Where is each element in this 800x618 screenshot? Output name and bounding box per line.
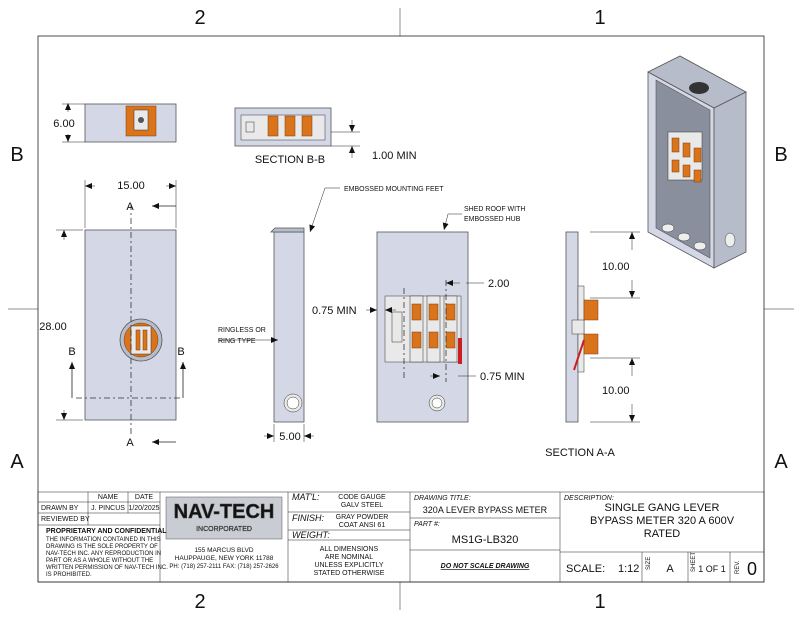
- tb-matl-label: MAT'L:: [292, 492, 320, 502]
- sheet-value: 1 OF 1: [698, 564, 726, 574]
- scale-value: 1:12: [618, 563, 639, 575]
- dim-clear-left: 0.75 MIN: [312, 305, 357, 317]
- tb-proprietary-line: DRAWING IS THE SOLE PROPERTY OF: [46, 544, 158, 550]
- tb-drawn-date: 1/20/2025: [128, 505, 159, 512]
- zone-right-lower: A: [774, 451, 788, 473]
- description-line-3: RATED: [644, 528, 681, 540]
- cut-b-left: B: [68, 346, 75, 358]
- tb-name-header: NAME: [98, 494, 119, 501]
- dim-side-depth: 5.00: [279, 431, 300, 443]
- tb-reviewed-by-label: REVIEWED BY: [41, 516, 90, 523]
- tb-size-label: SIZE: [646, 557, 652, 570]
- tb-part-label: PART #:: [414, 521, 440, 528]
- note-ringless-1: RINGLESS OR: [218, 327, 266, 334]
- tb-finish-2: COAT ANSI 61: [339, 522, 386, 529]
- tb-drawn-by: J. PINCUS: [91, 505, 125, 512]
- zone-ticks: [8, 8, 794, 610]
- dim-lever-gap: 2.00: [488, 278, 509, 290]
- zone-bottom-left: 2: [194, 591, 205, 613]
- section-aa-label: SECTION A-A: [545, 447, 615, 459]
- tb-weight-label: WEIGHT:: [292, 530, 330, 540]
- note-mounting-feet: EMBOSSED MOUNTING FEET: [344, 186, 444, 193]
- size-value: A: [666, 563, 674, 575]
- section-a-a-view: [565, 231, 640, 423]
- description-line-2: BYPASS METER 320 A 600V: [590, 515, 735, 527]
- top-view: [62, 103, 177, 143]
- company-logo-sub: INCORPORATED: [196, 526, 252, 533]
- tb-address-1: 155 MARCUS BLVD: [194, 547, 253, 554]
- tb-date-header: DATE: [135, 494, 153, 501]
- dim-depth: 6.00: [53, 118, 74, 130]
- drawing-title: 320A LEVER BYPASS METER: [423, 505, 548, 515]
- tb-nominal-3: UNLESS EXPLICITLY: [314, 562, 383, 569]
- tb-finish-1: GRAY POWDER: [336, 514, 389, 521]
- front-view: [56, 180, 186, 445]
- dim-section-b-min: 1.00 MIN: [372, 150, 417, 162]
- tb-nominal-4: STATED OTHERWISE: [314, 570, 385, 577]
- isometric-view: [647, 55, 747, 269]
- tb-nominal-2: ARE NOMINAL: [325, 554, 373, 561]
- title-block: [37, 491, 765, 583]
- dim-clear-bottom: 0.75 MIN: [480, 371, 525, 383]
- tb-finish-label: FINISH:: [292, 513, 325, 523]
- tb-matl-2: GALV STEEL: [341, 502, 383, 509]
- tb-address-2: HAUPPAUGE, NEW YORK 11788: [175, 555, 274, 562]
- tb-proprietary-line: PART OR AS A WHOLE WITHOUT THE: [46, 558, 153, 564]
- note-ringless-2: RING TYPE: [218, 338, 256, 345]
- cut-b-right: B: [177, 346, 184, 358]
- section-bb-label: SECTION B-B: [255, 154, 325, 166]
- part-number: MS1G-LB320: [452, 534, 519, 546]
- tb-proprietary-title: PROPRIETARY AND CONFIDENTIAL: [46, 528, 167, 535]
- tb-scale-label: SCALE:: [566, 563, 605, 575]
- zone-bottom-right: 1: [594, 591, 605, 613]
- cut-a-bottom: A: [126, 437, 134, 449]
- tb-proprietary-line: THE INFORMATION CONTAINED IN THIS: [46, 537, 161, 543]
- dim-width: 15.00: [117, 180, 145, 192]
- tb-description-label: DESCRIPTION:: [564, 495, 614, 502]
- tb-nominal-1: ALL DIMENSIONS: [320, 546, 379, 553]
- cut-a-top: A: [126, 201, 134, 213]
- open-front-view: [366, 213, 484, 423]
- dim-upper-section: 10.00: [602, 261, 630, 273]
- tb-drawn-by-label: DRAWN BY: [41, 505, 79, 512]
- tb-matl-1: CODE GAUGE: [338, 494, 386, 501]
- zone-top-left: 2: [194, 7, 205, 29]
- tb-proprietary-line: IS PROHIBITED.: [46, 572, 92, 578]
- dim-lower-section: 10.00: [602, 385, 630, 397]
- dim-height: 28.00: [39, 321, 67, 333]
- zone-left-upper: B: [10, 144, 23, 166]
- tb-sheet-label: SHEET: [691, 552, 697, 572]
- tb-proprietary-line: NAV-TECH INC. ANY REPRODUCTION IN: [46, 551, 161, 557]
- section-b-b-view: [234, 107, 360, 158]
- zone-left-lower: A: [10, 451, 24, 473]
- note-shed-roof-1: SHED ROOF WITH: [464, 206, 525, 213]
- note-shed-roof-2: EMBOSSED HUB: [464, 216, 521, 223]
- tb-address-3: PH: (718) 257-2111 FAX: (718) 257-2626: [169, 564, 279, 570]
- zone-right-upper: B: [774, 144, 787, 166]
- rev-value: 0: [747, 559, 757, 579]
- no-scale-note: DO NOT SCALE DRAWING: [441, 563, 530, 570]
- company-logo: NAV-TECH: [174, 501, 275, 523]
- tb-proprietary-line: WRITTEN PERMISSION OF NAV-TECH INC.: [46, 565, 168, 571]
- zone-top-right: 1: [594, 7, 605, 29]
- side-view: [218, 187, 340, 442]
- tb-rev-label: REV.: [735, 560, 741, 574]
- tb-drawing-title-label: DRAWING TITLE:: [414, 495, 471, 502]
- description-line-1: SINGLE GANG LEVER: [605, 502, 720, 514]
